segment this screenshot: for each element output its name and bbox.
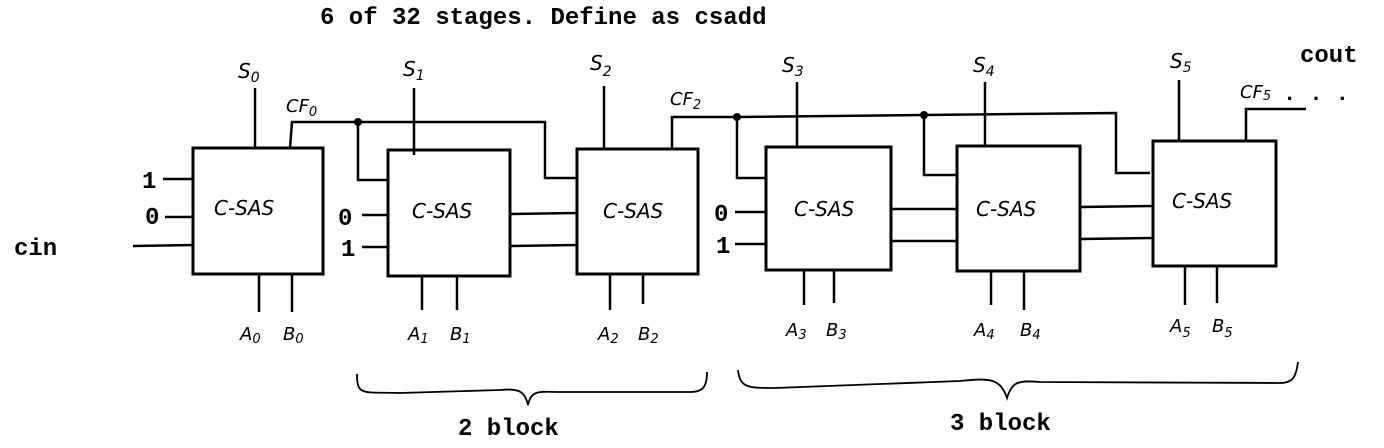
stage-0: C-SAS 1 0 S0 CF0 A0 B0 xyxy=(132,59,358,347)
select-wire-5 xyxy=(923,111,1150,175)
const-input-label: 0 xyxy=(338,206,352,233)
b-label-1: B1 xyxy=(450,324,471,347)
c-sas-block-1 xyxy=(386,148,512,278)
stage-1: C-SAS 0 1 S1 A1 B1 xyxy=(338,57,512,347)
brace-2-block xyxy=(356,371,708,406)
block-label-4: C-SAS xyxy=(976,197,1037,221)
sum-label-2: S2 xyxy=(590,51,612,80)
block-label-0: C-SAS xyxy=(214,196,275,220)
group-label-2-block: 2 block xyxy=(458,416,559,443)
carry-label-0: CF0 xyxy=(286,96,317,120)
carry-wire-5 xyxy=(1244,107,1306,141)
a-label-4: A4 xyxy=(973,320,995,343)
cin-wire xyxy=(132,243,194,248)
a-label-2: A2 xyxy=(597,324,619,347)
a-label-1: A1 xyxy=(407,324,429,347)
stage-2: C-SAS S2 CF2 A2 B2 xyxy=(575,51,737,347)
cin-label: cin xyxy=(14,236,57,263)
carry-label-2: CF2 xyxy=(670,89,701,113)
c-sas-block-5 xyxy=(1151,139,1278,268)
stage-4: C-SAS S4 A4 B4 xyxy=(955,53,1082,343)
brace-3-block xyxy=(737,361,1299,401)
diagram-title: 6 of 32 stages. Define as csadd xyxy=(320,5,766,32)
carry-wire-0 xyxy=(288,120,358,149)
carry-bus-wire xyxy=(736,113,925,119)
block-label-2: C-SAS xyxy=(603,199,664,223)
block-label-5: C-SAS xyxy=(1172,189,1233,213)
block-label-1: C-SAS xyxy=(412,199,473,223)
sum-label-5: S5 xyxy=(1170,49,1192,76)
block-label-3: C-SAS xyxy=(794,197,855,221)
b-label-5: B5 xyxy=(1212,316,1233,341)
sum-label-1: S1 xyxy=(403,57,425,84)
const-input-label: 1 xyxy=(341,237,355,264)
c-sas-block-4 xyxy=(955,144,1082,273)
stage-5: C-SAS S5 CF5 A5 B5 xyxy=(1151,49,1306,341)
inter-stage-wire xyxy=(1079,236,1154,241)
select-wire-4 xyxy=(922,115,956,177)
const-input-label: 0 xyxy=(145,205,159,232)
cout-label: cout xyxy=(1300,43,1358,70)
sum-label-0: S0 xyxy=(238,59,260,86)
select-wire-3 xyxy=(735,117,765,180)
c-sas-block-0 xyxy=(191,146,325,276)
const-input-label: 0 xyxy=(714,202,728,229)
b-label-4: B4 xyxy=(1020,320,1041,343)
const-input-label: 1 xyxy=(716,234,730,261)
b-label-0: B0 xyxy=(283,324,304,347)
ellipsis-label: . . . xyxy=(1283,82,1349,107)
b-label-2: B2 xyxy=(638,324,659,347)
carry-wire-2 xyxy=(670,115,737,149)
const-input-label: 1 xyxy=(142,169,156,196)
b-label-3: B3 xyxy=(826,320,847,343)
stage-3: C-SAS 0 1 S3 A3 B3 xyxy=(714,53,893,343)
sum-label-4: S4 xyxy=(973,53,995,80)
inter-stage-wire xyxy=(509,243,578,248)
select-wire-2 xyxy=(358,120,576,180)
select-wire-1 xyxy=(356,122,388,182)
c-sas-block-2 xyxy=(575,147,700,276)
a-label-3: A3 xyxy=(785,320,807,343)
a-label-0: A0 xyxy=(239,324,261,347)
inter-stage-wire xyxy=(509,211,578,216)
a-label-5: A5 xyxy=(1169,316,1191,341)
inter-stage-wire xyxy=(1079,204,1154,209)
group-label-3-block: 3 block xyxy=(950,411,1051,438)
sum-label-3: S3 xyxy=(782,53,804,80)
carry-label-5: CF5 xyxy=(1240,82,1271,104)
